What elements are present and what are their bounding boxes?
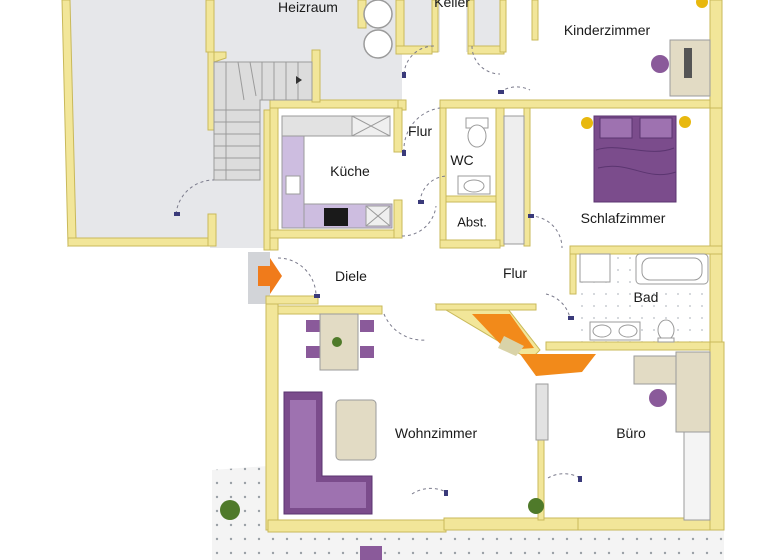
room-label-kinderzimmer: Kinderzimmer: [563, 22, 651, 38]
kitchen-units: [281, 115, 393, 229]
tv-stand: [535, 383, 549, 441]
room-label-abst: Abst.: [457, 214, 487, 230]
walls: [61, 0, 725, 533]
door-swings: [175, 45, 581, 495]
room-label-kueche: Küche: [330, 163, 370, 179]
room-label-buero: Büro: [616, 425, 646, 441]
room-label-wc: WC: [450, 152, 474, 168]
kids-desk: [651, 39, 711, 97]
staircase: [213, 61, 313, 181]
room-label-flur-mid: Flur: [502, 265, 528, 281]
entrance-arrow-icon: [258, 258, 282, 294]
office-furniture: [633, 351, 711, 521]
room-label-heizraum: Heizraum: [278, 0, 338, 15]
plants: [220, 498, 544, 520]
boilers: [363, 0, 393, 59]
room-label-schlafzimmer: Schlafzimmer: [580, 210, 666, 226]
door-handles: [174, 72, 582, 496]
room-label-bad: Bad: [633, 289, 659, 305]
room-label-flur-top: Flur: [407, 123, 433, 139]
stairs-arrow-icon: [296, 76, 302, 84]
terrace: [212, 466, 724, 560]
bath-fixtures: [579, 253, 709, 343]
wc-fixtures: [457, 115, 525, 245]
room-label-keller: Keller: [434, 0, 470, 10]
room-label-diele: Diele: [335, 268, 367, 284]
dining-table: [306, 313, 374, 371]
bedroom-furniture: [581, 0, 708, 203]
room-label-wohnzimmer: Wohnzimmer: [394, 425, 478, 441]
kitchen-bar: [472, 314, 596, 376]
bench: [360, 546, 382, 560]
sofa: [283, 391, 377, 515]
